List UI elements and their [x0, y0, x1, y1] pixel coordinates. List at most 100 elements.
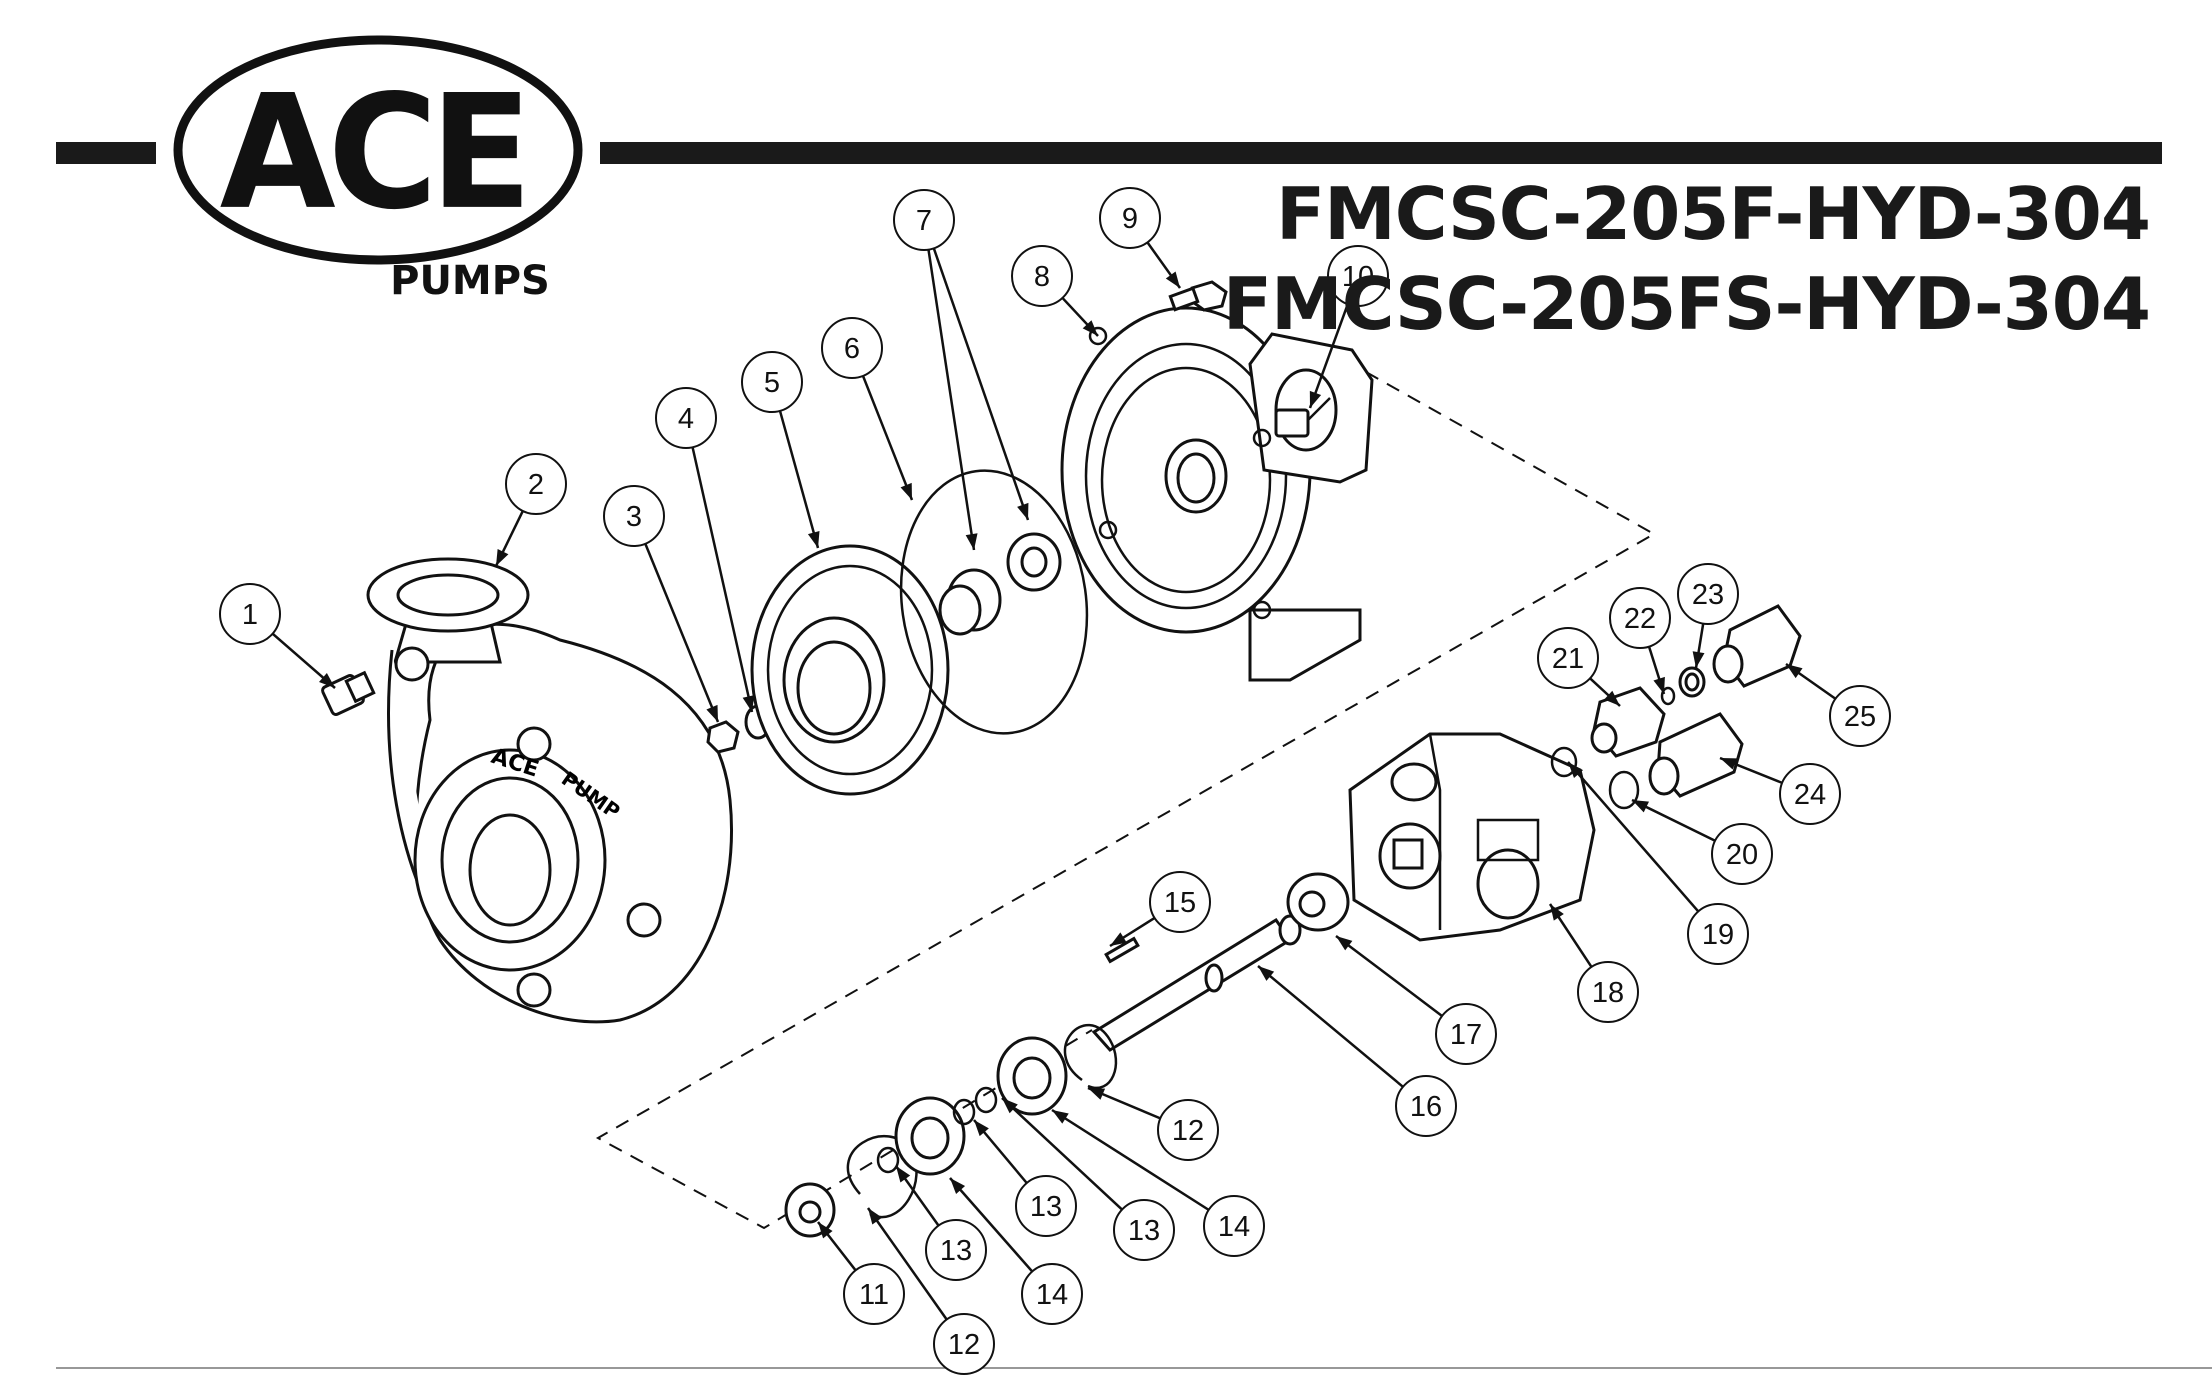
callout-arrowhead: [1568, 762, 1584, 779]
callout-3: 3: [603, 485, 720, 723]
part-5-impeller: [750, 544, 950, 796]
callout-balloon: [1203, 1195, 1265, 1257]
callout-number: 15: [1164, 887, 1196, 919]
part-19-o-ring: [1550, 746, 1578, 778]
callout-20: 20: [1631, 798, 1773, 885]
callout-number: 22: [1624, 603, 1656, 635]
part-3-nut: [706, 720, 740, 754]
callout-number: 9: [1122, 203, 1138, 235]
callout-balloon: [1687, 903, 1749, 965]
callouts: 1234567891011121213131314141516171819202…: [219, 187, 1891, 1375]
callout-7b: [932, 247, 1030, 521]
callout-balloon: [1113, 1199, 1175, 1261]
callout-arrowhead: [1017, 502, 1029, 520]
callout-arrowhead: [706, 704, 718, 722]
callout-arrowhead: [1309, 390, 1322, 408]
assembly-boundary: [595, 371, 1657, 1230]
header-rule-left: [56, 142, 156, 164]
callout-number: 2: [528, 469, 544, 501]
callout-balloon: [603, 485, 665, 547]
callout-arrowhead: [1720, 758, 1738, 770]
callout-10: 10: [1308, 245, 1389, 409]
logo-subtext: PUMPS: [390, 258, 550, 304]
callout-13: 13: [973, 1119, 1077, 1237]
callout-arrowhead: [1604, 690, 1620, 706]
callout-leader: [1001, 1097, 1123, 1211]
callout-arrowhead: [1088, 1088, 1106, 1100]
callout-number: 10: [1342, 261, 1374, 293]
callout-15: 15: [1109, 871, 1211, 948]
callout-balloon: [1779, 763, 1841, 825]
callout-number: 4: [678, 403, 694, 435]
part-13-shim-c: [974, 1086, 998, 1114]
callout-number: 14: [1218, 1211, 1250, 1243]
part-21-fitting: [1590, 686, 1666, 758]
part-13-shim: [876, 1146, 900, 1174]
callout-leader: [866, 1207, 948, 1321]
part-20-o-ring: [1608, 770, 1640, 810]
callout-2: 2: [494, 453, 567, 567]
callout-14: 14: [949, 1177, 1083, 1325]
callout-arrowhead: [1550, 904, 1564, 921]
callout-12: 12: [1087, 1086, 1219, 1161]
callout-arrowhead: [742, 695, 755, 712]
callout-number: 6: [844, 333, 860, 365]
callout-11: 11: [817, 1221, 905, 1325]
callout-arrowhead: [1692, 651, 1705, 668]
part-11-slinger: [784, 1182, 836, 1238]
callout-arrowhead: [974, 1120, 989, 1137]
callout-leader: [1257, 965, 1404, 1088]
callout-arrowhead: [807, 530, 820, 548]
callout-arrowhead: [1258, 966, 1275, 981]
part-14-bearing-b: [996, 1036, 1068, 1116]
callout-balloon: [1435, 1003, 1497, 1065]
callout-leader: [1335, 935, 1443, 1017]
callout-balloon: [741, 351, 803, 413]
part-17-spacer: [1286, 872, 1350, 932]
callout-arrowhead: [1002, 1098, 1018, 1114]
callout-number: 25: [1844, 701, 1876, 733]
callout-balloon: [1537, 627, 1599, 689]
callout-number: 14: [1036, 1279, 1068, 1311]
callout-number: 13: [1030, 1191, 1062, 1223]
callout-5: 5: [741, 351, 820, 549]
ace-pumps-logo: ACE PUMPS: [173, 35, 583, 304]
callout-number: 11: [859, 1279, 889, 1311]
model-number-1: FMCSC-205F-HYD-304: [1275, 172, 2151, 256]
callout-leader: [691, 446, 754, 713]
callout-22: 22: [1609, 587, 1671, 695]
callout-arrowhead: [900, 482, 912, 500]
callout-23: 23: [1677, 563, 1739, 669]
callout-9: 9: [1099, 187, 1182, 289]
callout-number: 3: [626, 501, 642, 533]
callout-balloon: [893, 189, 955, 251]
part-10-bolt: [1274, 397, 1331, 438]
callout-13: 13: [1001, 1097, 1175, 1261]
callout-number: 23: [1692, 579, 1724, 611]
callout-number: 19: [1702, 919, 1734, 951]
callout-arrowhead: [1110, 932, 1127, 946]
callout-number: 13: [1128, 1215, 1160, 1247]
logo-text: ACE: [220, 61, 525, 244]
part-15-key: [1104, 936, 1140, 964]
callout-number: 24: [1794, 779, 1826, 811]
callout-number: 20: [1726, 839, 1758, 871]
callout-balloon: [821, 317, 883, 379]
callout-arrowhead: [1052, 1110, 1069, 1124]
callout-arrowhead: [1336, 936, 1353, 951]
callout-arrowhead: [950, 1178, 966, 1194]
callout-7: 7: [893, 189, 978, 551]
callout-13: 13: [894, 1165, 987, 1281]
part-12-snap-ring-b: [1063, 1024, 1118, 1090]
callout-arrowhead: [896, 1166, 911, 1183]
part-7-mechanical-seal: [938, 532, 1062, 636]
callout-number: 16: [1410, 1091, 1442, 1123]
part-24-fitting: [1648, 712, 1744, 798]
callout-leader: [932, 247, 1030, 521]
callout-leader: [778, 410, 820, 549]
callout-balloon: [1829, 685, 1891, 747]
callout-arrowhead: [1165, 271, 1180, 288]
callout-12: 12: [866, 1207, 995, 1375]
callout-16: 16: [1257, 965, 1457, 1137]
callout-number: 13: [940, 1235, 972, 1267]
